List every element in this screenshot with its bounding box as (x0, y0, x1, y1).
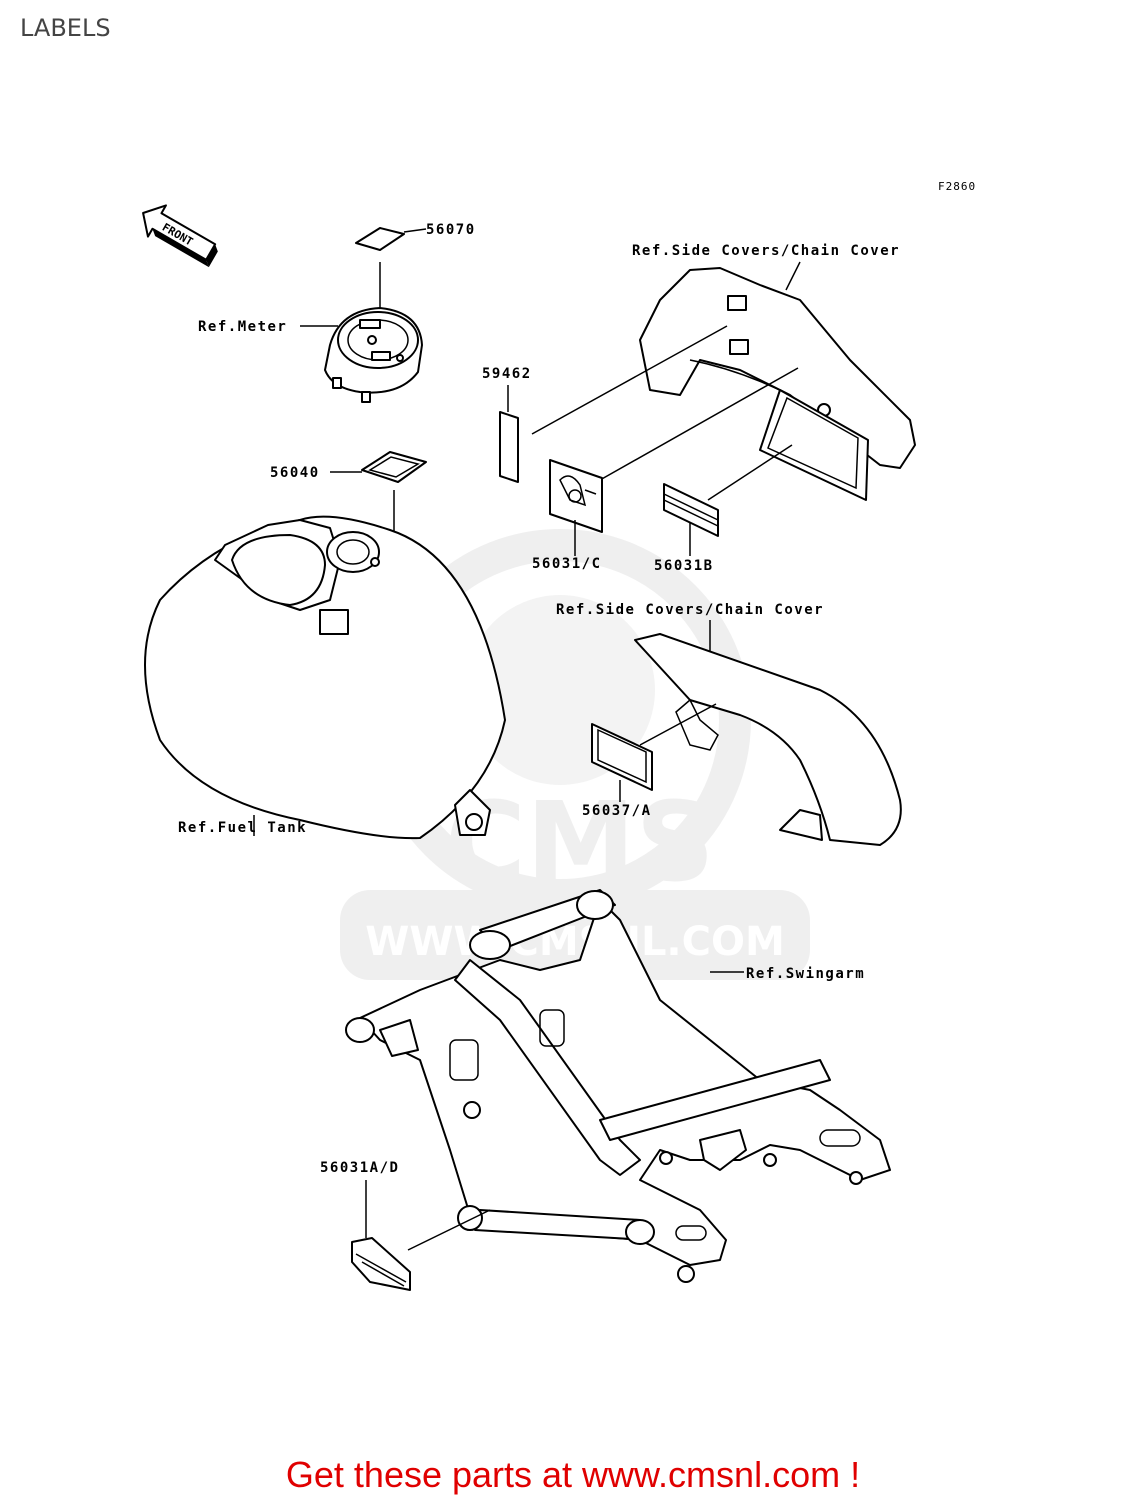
label-56037a (591, 723, 653, 791)
label-56031c (549, 459, 603, 533)
callout-56037a: 56037/A (582, 803, 652, 819)
callout-ref-meter: Ref.Meter (198, 319, 287, 335)
label-56040 (361, 451, 427, 483)
label-56070 (355, 227, 405, 251)
label-59462 (499, 411, 519, 483)
watermark-logo: CMS (445, 778, 714, 906)
watermark-url: WWW.CMSNL.COM (365, 919, 785, 965)
watermark: CMS WWW.CMSNL.COM (340, 529, 810, 980)
callout-ref-swingarm: Ref.Swingarm (746, 966, 865, 982)
chain-cover-icon (634, 633, 902, 846)
callout-56040: 56040 (270, 465, 320, 481)
swingarm-icon (345, 889, 891, 1283)
callout-56031b: 56031B (654, 558, 714, 574)
callout-ref-side-covers-mid: Ref.Side Covers/Chain Cover (556, 602, 824, 618)
page-title: LABELS (20, 14, 111, 42)
meter-icon (324, 307, 423, 403)
figure-code: F2860 (938, 180, 976, 193)
callout-56031c: 56031/C (532, 556, 602, 572)
callout-56031ad: 56031A/D (320, 1160, 399, 1176)
fuel-tank-icon (144, 515, 506, 840)
side-cover-icon (639, 267, 916, 501)
label-56031b (663, 483, 719, 537)
callout-ref-side-covers-top: Ref.Side Covers/Chain Cover (632, 243, 900, 259)
front-arrow-icon: FRONT (142, 204, 218, 268)
footer-link[interactable]: Get these parts at www.cmsnl.com ! (285, 1454, 861, 1495)
callout-56070: 56070 (426, 222, 476, 238)
callout-ref-fuel-tank: Ref.Fuel Tank (178, 820, 307, 836)
callout-59462: 59462 (482, 366, 532, 382)
label-56031ad (351, 1237, 411, 1291)
